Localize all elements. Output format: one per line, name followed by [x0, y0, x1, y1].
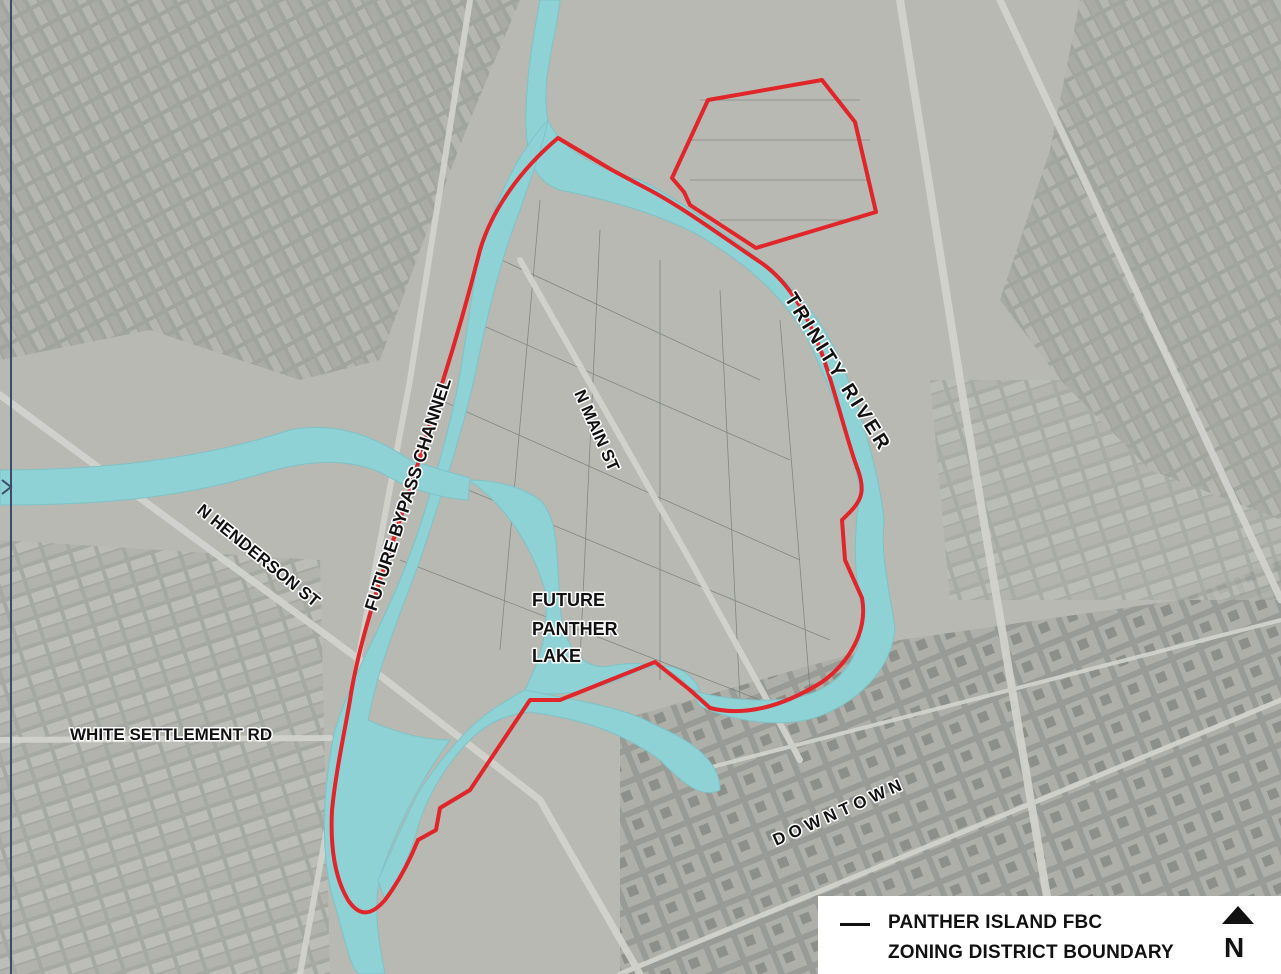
future-panther-lake-label-line1: FUTURE: [532, 590, 605, 610]
north-arrow-icon: [1222, 906, 1254, 924]
future-panther-lake-label-line2: PANTHER: [532, 619, 618, 639]
bypass-channel-water: [324, 118, 549, 974]
future-panther-lake-water: [466, 479, 701, 695]
island-parcels: [399, 99, 870, 701]
west-neighborhood: [0, 540, 330, 974]
legend-title-line1: PANTHER ISLAND FBC: [888, 912, 1103, 933]
south-river-water: [377, 689, 721, 902]
future-panther-lake-label-line3: LAKE: [532, 646, 581, 666]
northwest-neighborhood: [0, 0, 520, 380]
left-chevron-icon: [1, 479, 13, 495]
north-label: N: [1224, 932, 1245, 963]
water-bodies: [0, 0, 896, 974]
trinity-river-water: [525, 0, 896, 724]
island-boundary-line: [329, 136, 866, 915]
legend-title-line2: ZONING DISTRICT BOUNDARY: [888, 942, 1174, 963]
north-arrow: N: [1222, 906, 1256, 968]
north-parcel-boundary-line: [670, 78, 878, 250]
white-settlement-rd-label: WHITE SETTLEMENT RD: [70, 725, 272, 744]
boundary-line-swatch: [840, 923, 870, 926]
east-blocks: [930, 380, 1281, 600]
zoning-boundary: [329, 78, 878, 915]
west-river-water: [0, 426, 471, 506]
map-legend: PANTHER ISLAND FBC ZONING DISTRICT BOUND…: [818, 896, 1281, 974]
northeast-neighborhood: [1000, 0, 1281, 520]
